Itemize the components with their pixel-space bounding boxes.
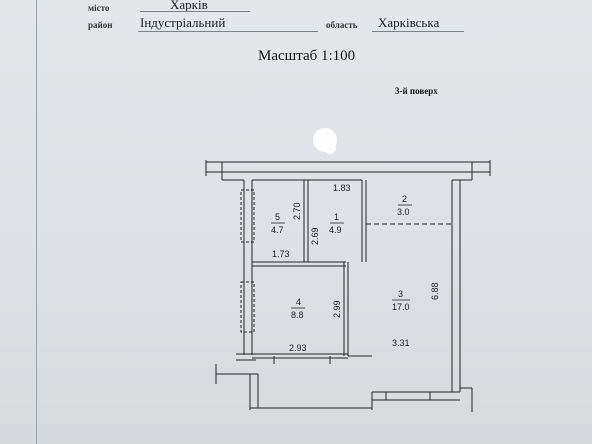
room-number: 3 xyxy=(398,289,403,299)
region-underline xyxy=(372,31,464,32)
room-area: 4.7 xyxy=(271,225,284,235)
city-label: місто xyxy=(88,3,110,13)
region-label: область xyxy=(326,20,358,30)
room-number: 5 xyxy=(275,212,280,222)
room-number: 1 xyxy=(334,212,339,222)
room-3-label: 3 17.0 xyxy=(392,289,410,312)
city-value: Харків xyxy=(170,0,208,12)
floor-label: 3-й поверх xyxy=(395,86,438,96)
city-underline xyxy=(140,11,250,12)
room-area: 8.8 xyxy=(291,310,304,320)
exterior-wall-right xyxy=(451,180,473,412)
room-1-label: 1 4.9 xyxy=(329,212,344,235)
dimension-6-88: 6.88 xyxy=(430,282,440,300)
dimension-1-73: 1.73 xyxy=(272,249,290,259)
room-area: 4.9 xyxy=(329,225,342,235)
room-number: 4 xyxy=(296,297,301,307)
district-underline xyxy=(138,31,318,32)
dimension-2-93: 2.93 xyxy=(289,343,307,353)
scale-label: Масштаб 1:100 xyxy=(258,48,356,64)
glare-spot xyxy=(313,128,337,154)
dimension-2-70: 2.70 xyxy=(292,202,302,220)
room-area: 17.0 xyxy=(392,302,410,312)
room-2-label: 2 3.0 xyxy=(397,194,412,217)
room-4-label: 4 8.8 xyxy=(291,297,305,320)
room-5-label: 5 4.7 xyxy=(271,212,285,235)
district-label: район xyxy=(88,20,113,30)
dimension-3-31: 3.31 xyxy=(392,338,410,348)
dimension-labels: 1.83 2.70 2.69 1.73 2.99 6.88 3.31 2.93 xyxy=(272,183,440,353)
dimension-1-83: 1.83 xyxy=(333,183,351,193)
exterior-wall-top xyxy=(205,160,491,181)
exterior-wall-bottom xyxy=(215,364,460,410)
dimension-2-69: 2.69 xyxy=(310,227,320,245)
dimension-2-99: 2.99 xyxy=(332,300,342,318)
region-value: Харківська xyxy=(378,15,440,30)
interior-walls xyxy=(252,179,452,364)
district-value: Індустріальний xyxy=(140,15,226,30)
page-border-line xyxy=(36,0,37,444)
room-area: 3.0 xyxy=(397,207,410,217)
room-number: 2 xyxy=(402,194,407,204)
exterior-wall-left xyxy=(236,180,256,361)
